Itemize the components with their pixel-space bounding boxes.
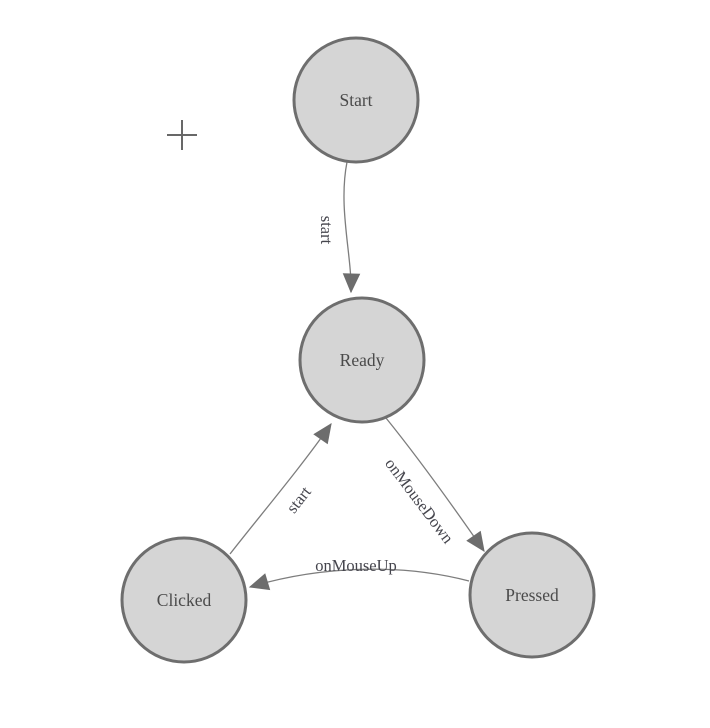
plus-crosshair-icon bbox=[167, 120, 197, 150]
edge-path-start-to-ready[interactable] bbox=[342, 161, 361, 294]
pressed-state-circle bbox=[468, 531, 596, 659]
pressed-state-label: Pressed bbox=[505, 585, 559, 605]
edge-clicked-to-ready: start bbox=[229, 422, 332, 555]
edge-pressed-to-clicked: onMouseUp bbox=[248, 556, 470, 591]
clicked-state-circle bbox=[120, 536, 248, 664]
edge-start-to-ready: start bbox=[317, 161, 361, 294]
edge-path-ready-to-pressed[interactable] bbox=[385, 417, 485, 553]
clicked-state-label: Clicked bbox=[157, 590, 212, 610]
edge-label-start-2: start bbox=[282, 482, 315, 516]
edge-path-clicked-to-ready[interactable] bbox=[229, 422, 332, 555]
edge-path-pressed-to-clicked[interactable] bbox=[248, 568, 470, 591]
ready-state-circle bbox=[298, 296, 426, 424]
edge-label-onmousedown: onMouseDown bbox=[381, 454, 457, 547]
node-clicked[interactable]: Clicked bbox=[120, 536, 248, 664]
edge-label-start: start bbox=[317, 216, 336, 245]
node-ready[interactable]: Ready bbox=[298, 296, 426, 424]
node-start[interactable]: Start bbox=[292, 36, 420, 164]
node-pressed[interactable]: Pressed bbox=[468, 531, 596, 659]
ready-state-label: Ready bbox=[340, 350, 385, 370]
start-state-label: Start bbox=[339, 90, 372, 110]
edge-label-onmouseup: onMouseUp bbox=[315, 556, 397, 575]
edge-ready-to-pressed: onMouseDown bbox=[381, 417, 485, 553]
start-state-circle bbox=[292, 36, 420, 164]
